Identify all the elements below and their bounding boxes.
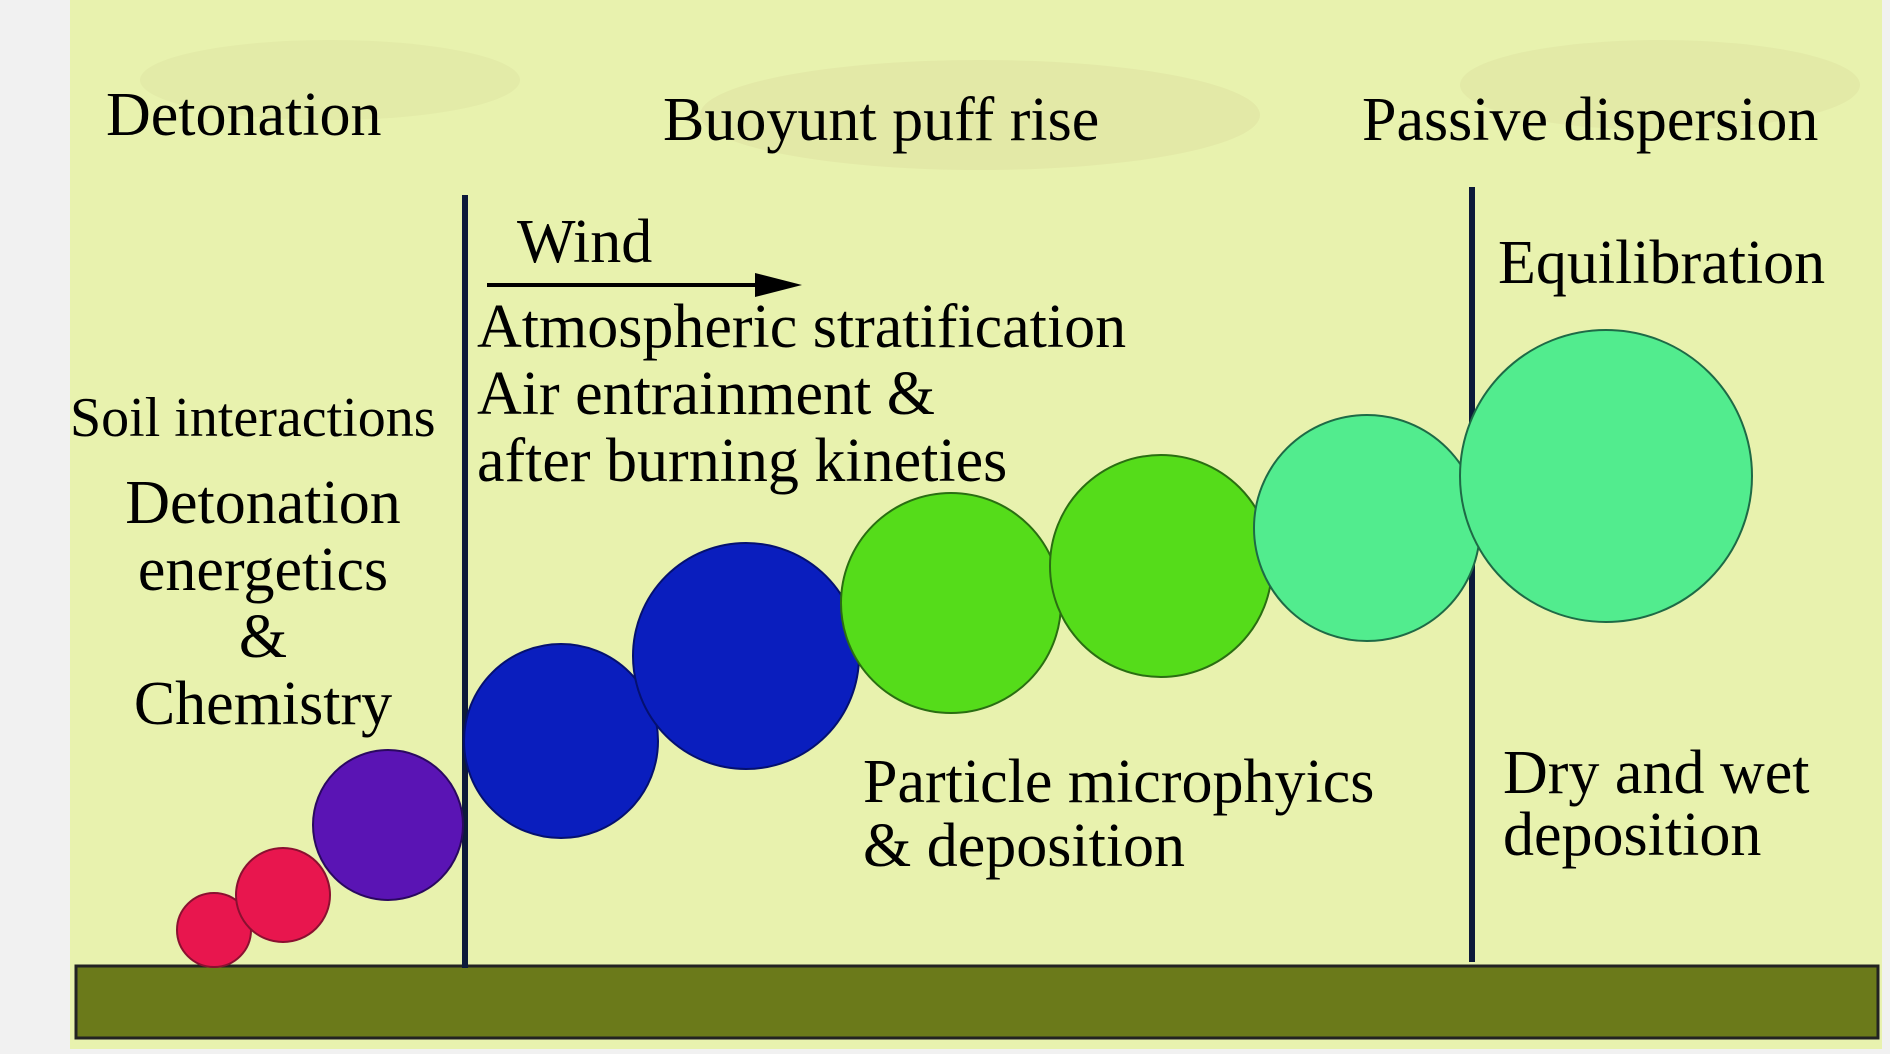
stage-title-detonation: Detonation xyxy=(106,81,382,149)
label-energetics-line4: Chemistry xyxy=(134,670,392,738)
label-atmos-line3: after burning kineties xyxy=(477,427,1007,495)
label-drywet-line2: deposition xyxy=(1503,801,1761,869)
stage-title-passive: Passive dispersion xyxy=(1362,86,1818,154)
puff-mint-2 xyxy=(1459,329,1753,623)
label-energetics-line3: & xyxy=(239,603,287,671)
label-soil-interactions: Soil interactions xyxy=(70,387,436,449)
label-equilibration: Equilibration xyxy=(1498,229,1825,297)
background-smudge xyxy=(140,40,520,120)
label-atmos-line1: Atmospheric stratification xyxy=(477,293,1126,361)
puff-blue-1 xyxy=(463,643,659,839)
puff-green-1 xyxy=(840,492,1062,714)
puff-mint-1 xyxy=(1253,414,1481,642)
puff-red-medium xyxy=(235,847,331,943)
wind-arrow-head xyxy=(755,273,802,297)
background-smudge xyxy=(1460,40,1860,130)
puff-purple xyxy=(312,749,464,901)
puff-blue-2 xyxy=(632,542,860,770)
background-smudge xyxy=(700,60,1260,170)
puff-green-2 xyxy=(1049,454,1273,678)
label-atmos-line2: Air entrainment & xyxy=(477,360,935,428)
label-particle-line1: Particle microphyics xyxy=(863,748,1374,816)
label-drywet-line1: Dry and wet xyxy=(1503,739,1809,807)
wind-label: Wind xyxy=(517,208,652,276)
label-energetics-line2: energetics xyxy=(138,536,388,604)
ground-bar xyxy=(74,964,1880,1040)
label-energetics-line1: Detonation xyxy=(125,469,401,537)
label-particle-line2: & deposition xyxy=(863,812,1185,880)
stage-title-buoyant: Buoyunt puff rise xyxy=(663,86,1099,154)
